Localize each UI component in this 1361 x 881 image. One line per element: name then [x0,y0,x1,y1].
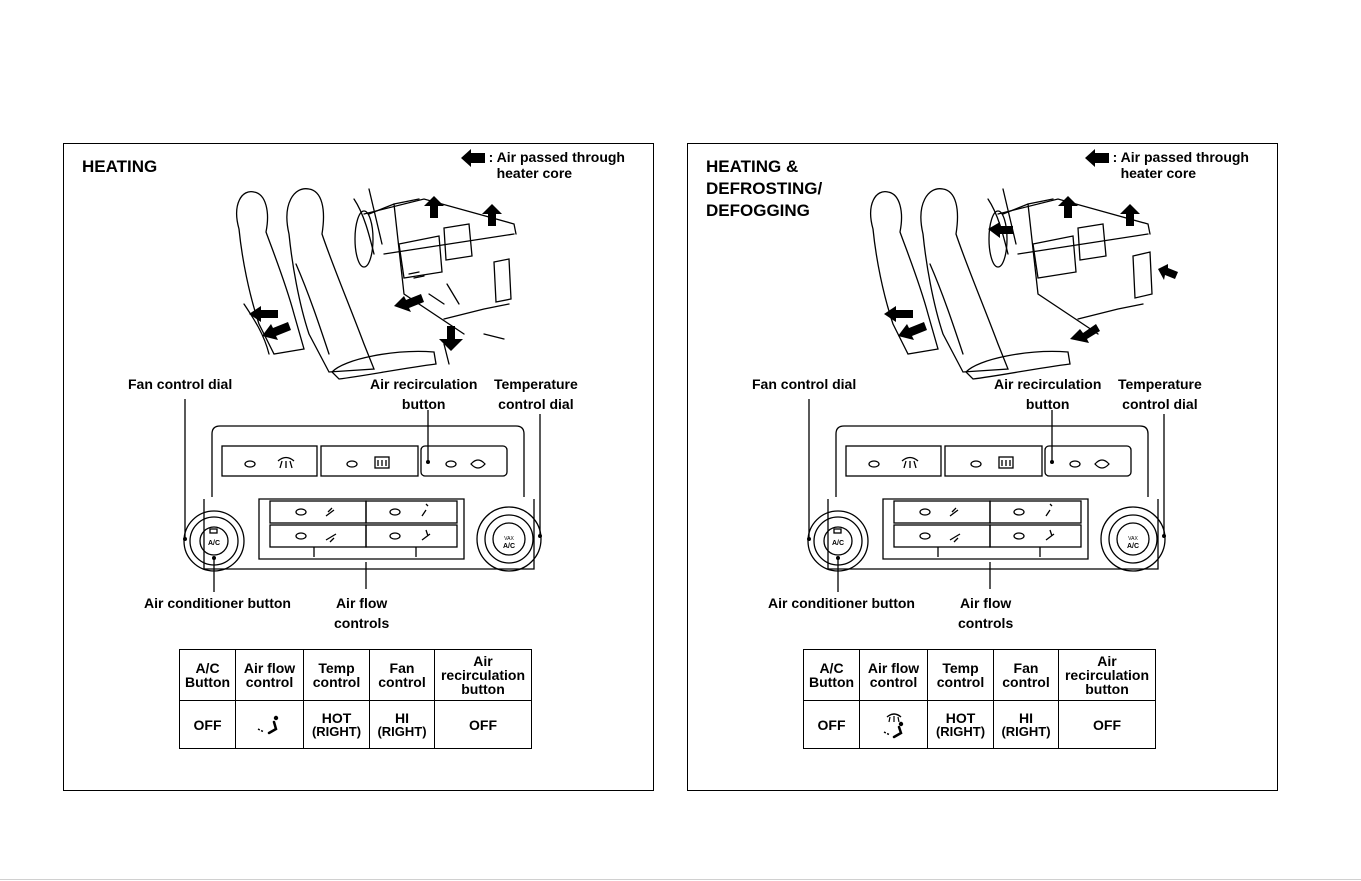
heated-air-arrow-icon [460,149,485,167]
fan-control-dial-label: Fan control dial [128,376,233,392]
panel-title: HEATING & DEFROSTING/ DEFOGGING [706,157,823,220]
value-recirculation: OFF [434,700,532,749]
legend: : Air passed through heater core [1084,149,1249,181]
value-temp: HOT(RIGHT) [303,700,370,749]
value-temp: HOT(RIGHT) [927,700,994,749]
heating-panel: HEATING : Air passed through heater core [63,143,654,791]
value-ac: OFF [803,700,860,749]
ac-button-text: A/C [832,540,844,547]
value-air-flow [235,700,304,749]
legend-symbol: : [488,149,494,165]
heating-defrosting-panel: HEATING & DEFROSTING/ DEFOGGING : Air pa… [687,143,1278,791]
dial-text: A/C [503,543,515,550]
value-recirculation: OFF [1058,700,1156,749]
legend-symbol: : [1112,149,1118,165]
heated-air-arrow-icon [1084,149,1109,167]
temperature-dial-label: Temperature control dial [494,376,578,412]
fan-control-dial-label: Fan control dial [752,376,857,392]
panel-title: HEATING [82,157,158,176]
legend-text-line1: Air passed through [1120,149,1249,165]
floor-vent-icon [257,715,278,734]
page-bottom-rule [0,879,1361,880]
air-conditioner-button-label: Air conditioner button [768,595,915,611]
air-conditioner-button-label: Air conditioner button [144,595,291,611]
temperature-dial-label: Temperature control dial [1118,376,1202,412]
legend: : Air passed through heater core [460,149,625,181]
air-flow-controls-label: Air flow controls [958,595,1014,631]
legend-text-line2: heater core [496,165,573,181]
dial-small-text: VAX [504,536,514,542]
air-flow-controls-label: Air flow controls [334,595,390,631]
air-recirculation-label: Air recirculation button [994,376,1102,412]
value-fan: HI(RIGHT) [993,700,1059,749]
air-recirculation-label: Air recirculation button [370,376,478,412]
cabin-and-control-panel-illustration: A/C VAX A/C [807,188,1178,592]
value-air-flow [859,700,928,749]
dial-text: A/C [1127,543,1139,550]
ac-button-text: A/C [208,540,220,547]
cabin-and-control-panel-illustration: A/C VAX A/C [183,188,542,592]
legend-text-line1: Air passed through [496,149,625,165]
legend-text-line2: heater core [1120,165,1197,181]
defrost-floor-vent-icon [883,712,903,738]
dial-small-text: VAX [1128,536,1138,542]
value-ac: OFF [179,700,236,749]
value-fan: HI(RIGHT) [369,700,435,749]
